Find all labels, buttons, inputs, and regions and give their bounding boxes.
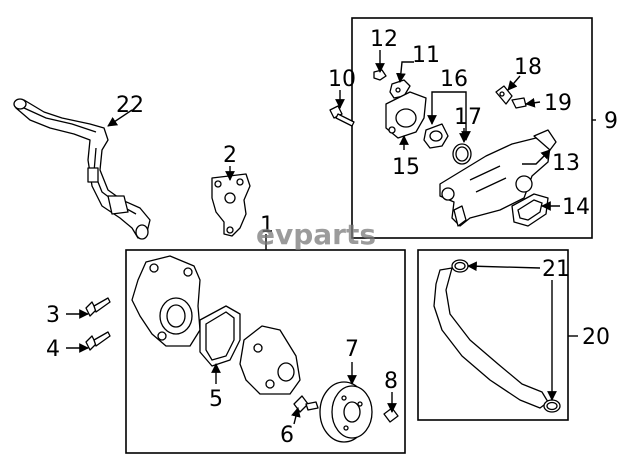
callout-2: 2	[223, 143, 237, 168]
gasket-14	[511, 193, 549, 227]
callout-12: 12	[370, 27, 398, 52]
callout-5: 5	[209, 387, 223, 412]
hose-20	[433, 267, 549, 409]
callout-1: 1	[260, 213, 274, 238]
clip-19	[511, 97, 527, 109]
callout-13: 13	[552, 151, 580, 176]
callout-17: 17	[454, 105, 482, 130]
callout-6: 6	[280, 423, 294, 448]
callout-19: 19	[544, 91, 572, 116]
thermostat-housing-15	[385, 91, 427, 139]
callout-11: 11	[412, 43, 440, 68]
o-ring-21-top	[451, 259, 469, 273]
callout-18: 18	[514, 55, 542, 80]
o-ring-17	[452, 143, 472, 165]
callout-14: 14	[562, 195, 590, 220]
pump-housing	[239, 325, 301, 395]
bolt-3	[85, 297, 111, 317]
callout-labels: 22 2 10 12 11 16 18 19 9 17 15 13 14 1 3…	[46, 27, 618, 448]
bolt-8	[383, 407, 399, 423]
callout-3: 3	[46, 303, 60, 328]
group-box-hose	[417, 249, 569, 421]
callout-8: 8	[384, 369, 398, 394]
water-pump-body	[131, 255, 201, 347]
callout-22: 22	[116, 93, 144, 118]
watermark: evparts	[256, 218, 376, 251]
gasket-5	[199, 305, 241, 367]
gasket-2	[211, 173, 251, 237]
leader-lines	[66, 50, 596, 425]
callout-21: 21	[542, 257, 570, 282]
sensor-18	[495, 85, 513, 105]
coolant-pipe-22	[13, 98, 151, 240]
bolt-10	[329, 105, 355, 127]
thermostat-16	[423, 123, 449, 149]
callout-15: 15	[392, 155, 420, 180]
callout-10: 10	[328, 67, 356, 92]
o-ring-21-bottom	[543, 399, 561, 413]
bolt-4	[85, 331, 111, 351]
callout-20: 20	[582, 325, 610, 350]
callout-7: 7	[345, 337, 359, 362]
callout-16: 16	[440, 67, 468, 92]
pulley-7	[319, 381, 373, 443]
water-outlet-13	[439, 129, 557, 227]
callout-4: 4	[46, 337, 60, 362]
callout-9: 9	[604, 109, 618, 134]
group-box-thermostat	[351, 17, 593, 239]
